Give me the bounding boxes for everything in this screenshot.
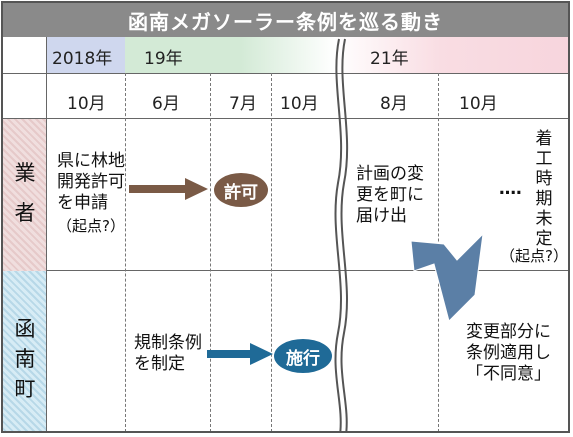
arrows-layer <box>129 38 484 431</box>
disagree-text-3: 「不同意」 <box>466 364 551 384</box>
ordinance-text-2: を制定 <box>134 354 185 374</box>
divider-rows <box>3 270 568 271</box>
gridline-19-6 <box>125 73 126 431</box>
permit-badge: 許可 <box>214 173 268 207</box>
ordinance-arrow <box>207 343 273 365</box>
time-break-line-2 <box>340 38 349 431</box>
not-started-char-4: 期 <box>535 189 553 209</box>
divider-row-labels <box>46 37 47 431</box>
application-text-3: を申請 <box>57 193 108 213</box>
not-started-char-2: 工 <box>535 149 553 169</box>
month-label-19-10: 10月 <box>280 94 319 114</box>
divider-years <box>3 73 568 74</box>
year-band-19 <box>125 37 335 73</box>
disagree-text-2: 条例適用し <box>466 343 551 363</box>
not-started-char-5: 未 <box>535 209 553 229</box>
change-notice-arrow <box>410 232 484 322</box>
row-label-company-1: 業 <box>14 161 36 185</box>
row-label-town-2: 南 <box>14 347 36 371</box>
year-label-2018: 2018年 <box>52 49 113 69</box>
application-text-1: 県に林地 <box>57 151 125 171</box>
gridline-19-7 <box>210 73 211 431</box>
application-note: （起点?） <box>57 217 125 235</box>
change-notice-text-1: 計画の変 <box>356 164 424 184</box>
not-started-char-1: 着 <box>535 129 553 149</box>
year-band-21 <box>335 37 568 73</box>
not-started-text: 着 工 時 期 未 定 <box>535 129 553 249</box>
time-break-line <box>334 38 343 431</box>
year-label-19: 19年 <box>144 49 183 69</box>
ellipsis-mark: ‥‥ <box>499 179 522 199</box>
month-label-21-8: 8月 <box>380 94 408 114</box>
application-arrow <box>129 178 208 200</box>
not-started-char-3: 時 <box>535 169 553 189</box>
application-text-2: 開発許可 <box>57 172 125 192</box>
month-label-21-10: 10月 <box>459 94 498 114</box>
month-label-2018-10: 10月 <box>67 94 106 114</box>
year-label-21: 21年 <box>370 49 409 69</box>
change-notice-text-2: 更を町に <box>356 185 424 205</box>
month-label-19-6: 6月 <box>152 94 180 114</box>
row-label-company-2: 者 <box>14 201 36 225</box>
row-label-company: 業 者 <box>3 119 46 271</box>
change-notice-text-3: 届け出 <box>356 206 407 226</box>
enforced-badge: 施行 <box>274 339 332 373</box>
disagree-text-1: 変更部分に <box>466 322 551 342</box>
not-started-note: （起点?） <box>500 247 568 265</box>
figure-title: 函南メガソーラー条例を巡る動き <box>3 3 568 37</box>
row-label-town-3: 町 <box>14 377 36 401</box>
gridline-19-10 <box>271 73 272 431</box>
ordinance-text-1: 規制条例 <box>134 333 202 353</box>
row-label-town: 函 南 町 <box>3 271 46 431</box>
month-label-19-7: 7月 <box>229 94 257 114</box>
not-started-char-6: 定 <box>535 229 553 249</box>
row-label-town-1: 函 <box>14 317 36 341</box>
year-band-2018 <box>47 37 125 73</box>
divider-months <box>3 118 568 119</box>
